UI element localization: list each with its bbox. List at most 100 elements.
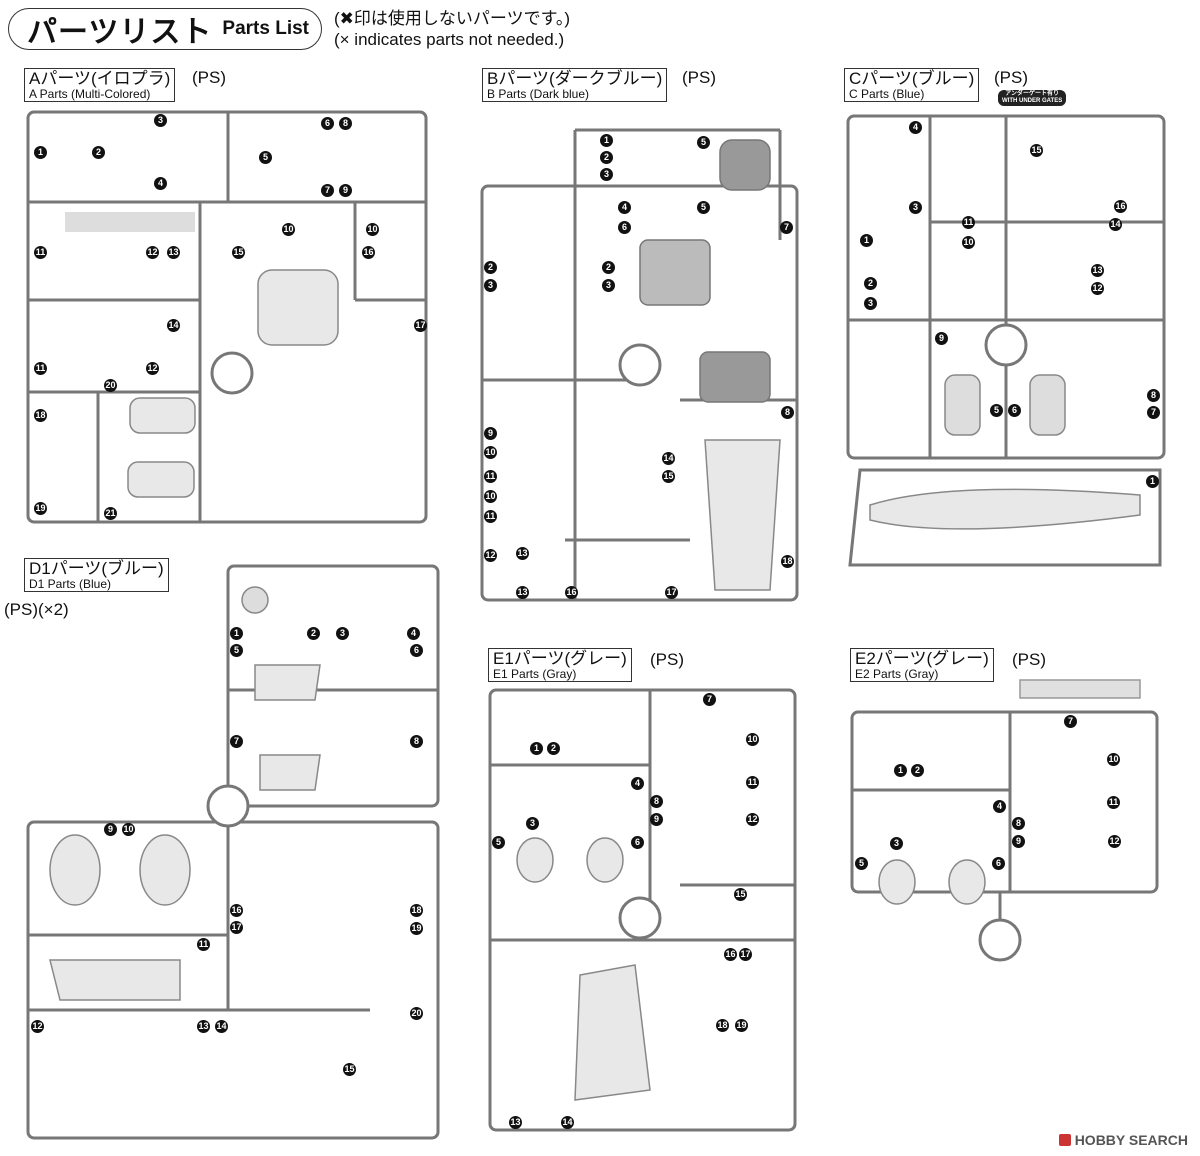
- part-number-e2: 4: [993, 800, 1006, 813]
- part-number-b: 15: [662, 470, 675, 483]
- sprue-e2-material: (PS): [1012, 650, 1046, 669]
- sprue-a-material: (PS): [192, 68, 226, 87]
- part-number-b: 4: [618, 201, 631, 214]
- part-number-d1: 13: [197, 1020, 210, 1033]
- part-number-e2: 12: [1108, 835, 1121, 848]
- sprue-d1-material: (PS)(×2): [4, 600, 69, 619]
- part-number-b: 14: [662, 452, 675, 465]
- sprue-c-material: (PS): [994, 68, 1028, 87]
- sprue-b-label: Bパーツ(ダークブルー) B Parts (Dark blue): [482, 68, 668, 102]
- part-number-c: 15: [1030, 144, 1043, 157]
- label-en: A Parts (Multi-Colored): [29, 87, 151, 101]
- part-number-a: 2: [92, 146, 105, 159]
- sprue-e2-label: E2パーツ(グレー) E2 Parts (Gray): [850, 648, 994, 682]
- part-number-e1: 13: [509, 1116, 522, 1129]
- part-number-a: 14: [167, 319, 180, 332]
- part-number-c: 1: [860, 234, 873, 247]
- label-jp: D1パーツ(ブルー): [29, 559, 164, 578]
- part-number-b: 10: [484, 446, 497, 459]
- part-number-b: 5: [697, 201, 710, 214]
- part-number-a: 13: [167, 246, 180, 259]
- part-number-e2: 3: [890, 837, 903, 850]
- sprue-b-material: (PS): [682, 68, 716, 87]
- label-en: B Parts (Dark blue): [487, 87, 590, 101]
- part-number-b: 2: [600, 151, 613, 164]
- part-number-e1: 1: [530, 742, 543, 755]
- part-number-c: 8: [1147, 389, 1160, 402]
- part-number-c: 9: [935, 332, 948, 345]
- part-number-a: 9: [339, 184, 352, 197]
- note-jp: (✖印は使用しないパーツです。): [334, 9, 571, 28]
- label-jp: Aパーツ(イロプラ): [29, 69, 171, 88]
- label-en: C Parts (Blue): [849, 87, 925, 101]
- part-number-b: 9: [484, 427, 497, 440]
- label-jp: Cパーツ(ブルー): [849, 69, 975, 88]
- part-number-b: 10: [484, 490, 497, 503]
- hobby-search-logo-icon: [1058, 1134, 1071, 1146]
- part-number-b: 12: [484, 549, 497, 562]
- part-number-b: 5: [697, 136, 710, 149]
- part-number-e1: 9: [650, 813, 663, 826]
- watermark: HOBBY SEARCH: [1058, 1132, 1188, 1148]
- parts-list-title: パーツリスト Parts List: [8, 8, 322, 50]
- part-number-b: 11: [484, 510, 497, 523]
- sprue-e2-frame: [850, 679, 1159, 962]
- part-number-c: 10: [962, 236, 975, 249]
- part-number-e1: 6: [631, 836, 644, 849]
- label-en: E1 Parts (Gray): [493, 667, 577, 681]
- part-number-d1: 3: [336, 627, 349, 640]
- label-en: D1 Parts (Blue): [29, 577, 112, 591]
- sprue-e1-material: (PS): [650, 650, 684, 669]
- part-number-e2: 6: [992, 857, 1005, 870]
- part-number-d1: 10: [122, 823, 135, 836]
- part-number-b: 7: [780, 221, 793, 234]
- sprue-d1-frame: [26, 564, 440, 1140]
- part-number-b: 3: [602, 279, 615, 292]
- part-number-b: 17: [665, 586, 678, 599]
- part-number-d1: 11: [197, 938, 210, 951]
- unused-parts-note: (✖印は使用しないパーツです。) (× indicates parts not …: [334, 8, 570, 50]
- part-number-d1: 19: [410, 922, 423, 935]
- title-jp: パーツリスト: [27, 16, 213, 49]
- part-number-c: 1: [1146, 475, 1159, 488]
- part-number-e1: 16: [724, 948, 737, 961]
- part-number-e1: 7: [703, 693, 716, 706]
- part-number-a: 11: [34, 246, 47, 259]
- part-number-e1: 3: [526, 817, 539, 830]
- sprue-e1-label: E1パーツ(グレー) E1 Parts (Gray): [488, 648, 632, 682]
- part-number-a: 19: [34, 502, 47, 515]
- part-number-a: 8: [339, 117, 352, 130]
- part-number-d1: 2: [307, 627, 320, 640]
- part-number-b: 2: [602, 261, 615, 274]
- part-number-e1: 4: [631, 777, 644, 790]
- part-number-c: 2: [864, 277, 877, 290]
- part-number-e1: 18: [716, 1019, 729, 1032]
- part-number-b: 13: [516, 547, 529, 560]
- part-number-b: 11: [484, 470, 497, 483]
- label-jp: Bパーツ(ダークブルー): [487, 69, 663, 88]
- part-number-d1: 16: [230, 904, 243, 917]
- part-number-e2: 11: [1107, 796, 1120, 809]
- part-number-a: 12: [146, 246, 159, 259]
- sprue-a-label: Aパーツ(イロプラ) A Parts (Multi-Colored): [24, 68, 176, 102]
- part-number-b: 6: [618, 221, 631, 234]
- part-number-e1: 12: [746, 813, 759, 826]
- label-jp: E2パーツ(グレー): [855, 649, 989, 668]
- part-number-c: 7: [1147, 406, 1160, 419]
- part-number-c: 14: [1109, 218, 1122, 231]
- note-en: (× indicates parts not needed.): [334, 30, 565, 49]
- title-en: Parts List: [222, 18, 309, 39]
- part-number-e2: 9: [1012, 835, 1025, 848]
- part-number-d1: 18: [410, 904, 423, 917]
- part-number-a: 5: [259, 151, 272, 164]
- part-number-d1: 9: [104, 823, 117, 836]
- part-number-e1: 10: [746, 733, 759, 746]
- part-number-c: 3: [909, 201, 922, 214]
- part-number-a: 18: [34, 409, 47, 422]
- part-number-b: 2: [484, 261, 497, 274]
- part-number-c: 4: [909, 121, 922, 134]
- part-number-d1: 12: [31, 1020, 44, 1033]
- part-number-a: 11: [34, 362, 47, 375]
- part-number-c: 5: [990, 404, 1003, 417]
- part-number-a: 15: [232, 246, 245, 259]
